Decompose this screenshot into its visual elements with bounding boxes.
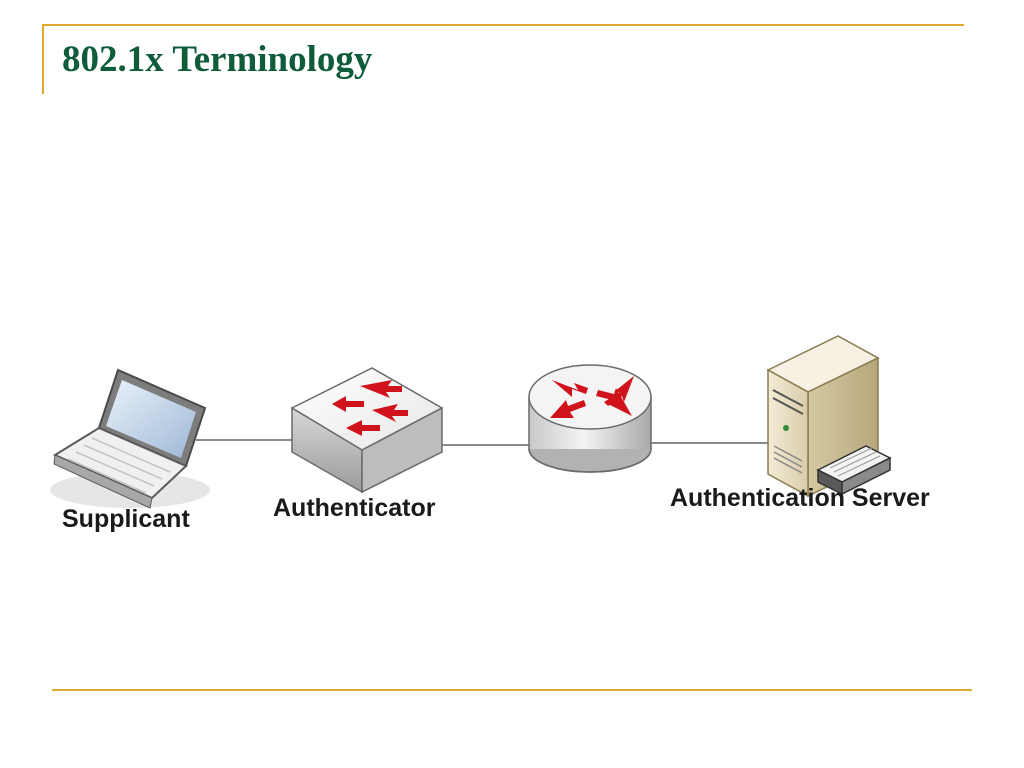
- router-arrows: [550, 376, 634, 418]
- slide-title: 802.1x Terminology: [62, 39, 373, 80]
- switch-icon: [290, 367, 444, 494]
- title-accent-bar: [42, 24, 44, 94]
- top-rule: [42, 24, 964, 26]
- authenticator-label: Authenticator: [273, 494, 436, 522]
- supplicant-label: Supplicant: [62, 505, 190, 533]
- router-icon: [528, 364, 652, 473]
- laptop-icon: [50, 368, 210, 509]
- server-icon: [766, 335, 892, 498]
- card-reader-icon: [816, 445, 892, 496]
- authentication-server-label: Authentication Server: [670, 484, 930, 512]
- switch-arrows: [332, 380, 408, 436]
- bottom-rule: [52, 689, 972, 691]
